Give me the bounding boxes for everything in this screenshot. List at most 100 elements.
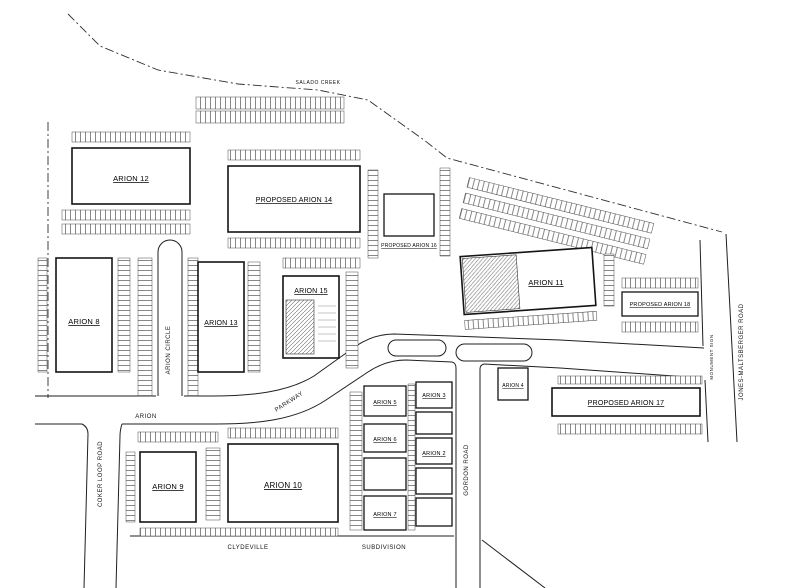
building-arion-12: ARION 12 [71, 147, 191, 205]
building-unlabeled [415, 497, 453, 527]
parking-row [367, 169, 379, 259]
arion-street-label: ARION [135, 414, 157, 420]
coker-loop-road-label: COKER LOOP ROAD [98, 441, 104, 507]
parking-row [557, 375, 703, 385]
building-hatched-area [285, 299, 315, 355]
building-footprint [383, 193, 435, 237]
parkway-median-island [387, 339, 447, 357]
building-arion-10: ARION 10 [227, 443, 339, 523]
building-arion-2: ARION 2 [415, 437, 453, 465]
building-label: ARION 6 [373, 437, 396, 443]
building-label: ARION 2 [422, 451, 445, 457]
building-label: ARION 13 [204, 320, 238, 327]
building-label: PROPOSED ARION 16 [381, 243, 437, 249]
building-arion-6: ARION 6 [363, 423, 407, 453]
building-arion-8: ARION 8 [55, 257, 113, 373]
label-background [418, 447, 450, 457]
parking-row [282, 257, 361, 269]
building-footprint [551, 387, 701, 417]
parking-row [71, 131, 191, 143]
label-background [366, 433, 404, 443]
illegible-note-lines [318, 305, 336, 342]
parking-row [247, 261, 261, 373]
building-label: PROPOSED ARION 17 [588, 400, 665, 407]
parking-row [227, 237, 361, 249]
parking-row [195, 96, 345, 110]
parking-row [125, 451, 136, 523]
monument-sign-label: MONUMENT SIGN [709, 334, 714, 379]
parking-row [407, 383, 416, 531]
property-boundary-north [67, 13, 723, 233]
building-arion-7: ARION 7 [363, 495, 407, 531]
parking-row [117, 257, 131, 373]
building-footprint [197, 261, 245, 373]
building-arion-11: ARION 11 [459, 246, 598, 330]
road-arion-south-edge [35, 359, 703, 425]
parking-row [557, 423, 703, 435]
road-jones-maltsberger-edges [699, 233, 738, 443]
parking-row [603, 253, 615, 307]
parking-row [227, 149, 361, 161]
building-label: ARION 7 [373, 512, 396, 518]
building-arion-5: ARION 5 [363, 385, 407, 417]
road-gordon-edges [455, 368, 481, 588]
parkway-median-island [455, 343, 533, 362]
building-arion-3: ARION 3 [415, 381, 453, 409]
building-unlabeled [415, 411, 453, 435]
parking-row [61, 209, 191, 221]
jones-maltsberger-road-label: JONES-MALTSBERGER ROAD [739, 303, 745, 400]
building-proposed-arion-17: PROPOSED ARION 17 [551, 387, 701, 417]
clydeville-label: CLYDEVILLE [228, 545, 269, 551]
building-label: ARION 10 [264, 481, 302, 490]
building-hatched-area [461, 254, 521, 313]
road-arion-circle-edges [157, 239, 183, 396]
building-label: PROPOSED ARION 14 [256, 197, 333, 204]
parking-row [458, 208, 647, 265]
parking-row [205, 447, 221, 521]
parking-row [227, 427, 339, 439]
arion-circle-label: ARION CIRCLE [166, 326, 172, 375]
building-arion-13: ARION 13 [197, 261, 245, 373]
building-footprint [415, 381, 453, 409]
parking-row [439, 167, 451, 257]
parking-row [621, 321, 699, 333]
building-label: ARION 15 [294, 288, 328, 295]
parking-row [345, 271, 359, 369]
subdivision-boundary [130, 535, 546, 588]
building-arion-9: ARION 9 [139, 451, 197, 523]
road-coker-loop-edges [83, 433, 121, 588]
road-arion-north-edge [35, 333, 705, 397]
building-arion-4: ARION 4 [497, 367, 529, 401]
building-proposed-arion-14: PROPOSED ARION 14 [227, 165, 361, 233]
road-corner-arcs [81, 361, 485, 437]
parking-row [137, 257, 153, 397]
building-label: PROPOSED ARION 18 [630, 302, 691, 308]
building-label: ARION 5 [373, 400, 396, 406]
building-footprint [227, 165, 361, 233]
building-footprint [55, 257, 113, 373]
parking-row [466, 177, 655, 234]
parking-row [349, 391, 363, 531]
parking-row [61, 223, 191, 235]
building-footprint [497, 367, 529, 401]
parking-row [139, 527, 339, 537]
parking-row [462, 192, 651, 250]
building-label: ARION 9 [152, 482, 183, 491]
parking-row [621, 277, 699, 289]
subdivision-label: SUBDIVISION [362, 545, 406, 551]
building-proposed-arion-18: PROPOSED ARION 18 [621, 291, 699, 317]
building-unlabeled [415, 467, 453, 495]
building-proposed-arion-16: PROPOSED ARION 16 [381, 193, 437, 249]
building-footprint [363, 495, 407, 531]
salado-creek-label: SALADO CREEK [296, 80, 341, 86]
parking-row [137, 431, 219, 443]
building-label: ARION 11 [528, 278, 563, 287]
building-label: ARION 12 [113, 174, 149, 183]
building-arion-15: ARION 15 [282, 275, 340, 359]
building-footprint [363, 385, 407, 417]
building-unlabeled [363, 457, 407, 491]
gordon-road-label: GORDON ROAD [464, 444, 470, 496]
building-label: ARION 4 [502, 383, 523, 389]
